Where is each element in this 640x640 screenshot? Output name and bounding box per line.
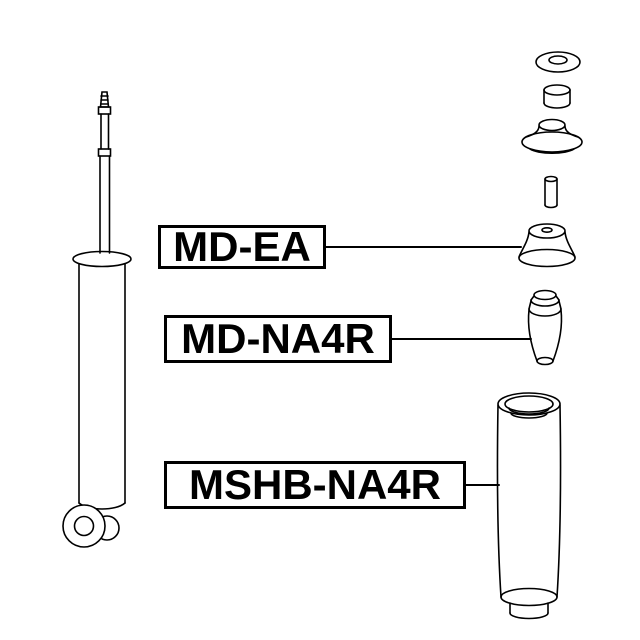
shock-eye-outer — [62, 504, 106, 548]
mount-cup — [518, 223, 576, 268]
upper-mount — [521, 118, 583, 155]
nut — [543, 84, 571, 109]
washer-cap — [535, 51, 581, 73]
exploded-parts — [496, 51, 583, 620]
part-label-mshb-na4r: MSHB-NA4R — [164, 461, 466, 509]
bump-stop — [527, 289, 563, 366]
shock-eye-bushing — [73, 515, 95, 537]
part-label-md-na4r: MD-NA4R — [164, 315, 392, 363]
leader-lines — [325, 246, 532, 486]
shock-absorber-illustration — [62, 91, 132, 548]
spacer-pin — [544, 175, 558, 209]
dust-boot — [496, 392, 562, 620]
part-label-md-ea: MD-EA — [158, 225, 326, 269]
shock-seat — [72, 250, 132, 268]
